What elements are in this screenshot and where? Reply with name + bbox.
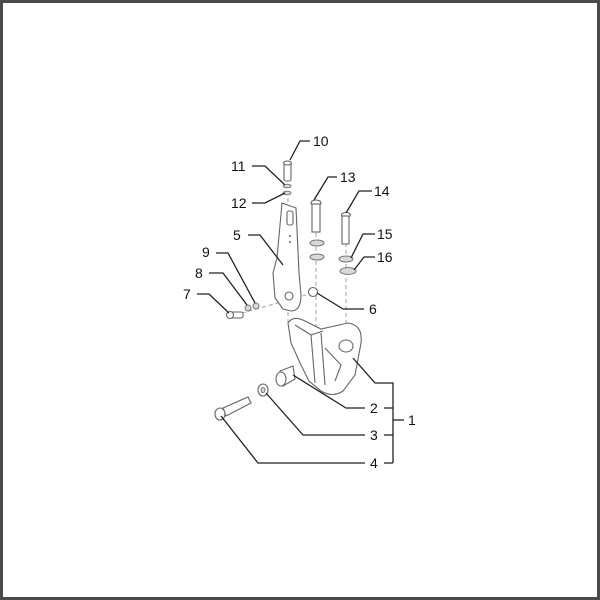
washer-12 — [282, 190, 292, 196]
callout-15: 15 — [377, 226, 393, 242]
callout-6: 6 — [369, 301, 377, 317]
bracket-5 — [272, 202, 302, 312]
callout-2: 2 — [370, 400, 378, 416]
callout-8: 8 — [195, 265, 203, 281]
washer-11 — [282, 183, 292, 189]
callout-5: 5 — [233, 227, 241, 243]
callout-4: 4 — [370, 455, 378, 471]
callout-3: 3 — [370, 427, 378, 443]
bolt-7 — [225, 310, 244, 320]
callout-11: 11 — [231, 158, 246, 174]
bushing-2 — [275, 365, 296, 387]
callout-10: 10 — [313, 133, 329, 149]
washer-16 — [339, 267, 357, 275]
bolt-13 — [310, 199, 322, 233]
nut-9 — [252, 302, 260, 310]
washer-13a — [309, 239, 325, 247]
bolt-14 — [340, 211, 352, 245]
callout-9: 9 — [202, 244, 210, 260]
leader-lines — [197, 140, 404, 464]
mount-body-1 — [287, 317, 362, 396]
washer-15 — [338, 255, 354, 263]
callout-16: 16 — [377, 249, 393, 265]
callout-12: 12 — [231, 195, 247, 211]
callout-1: 1 — [408, 412, 416, 428]
callout-14: 14 — [374, 183, 390, 199]
washer-13b — [309, 253, 325, 261]
callout-13: 13 — [340, 169, 356, 185]
bolt-4 — [214, 396, 252, 421]
nut-6 — [307, 286, 319, 298]
washer-3 — [257, 383, 269, 397]
parts-diagram: 10 11 12 13 14 15 16 5 9 8 7 6 2 3 4 1 — [183, 133, 416, 471]
washer-8 — [244, 304, 252, 312]
callout-7: 7 — [183, 286, 191, 302]
bolt-10 — [282, 160, 293, 182]
